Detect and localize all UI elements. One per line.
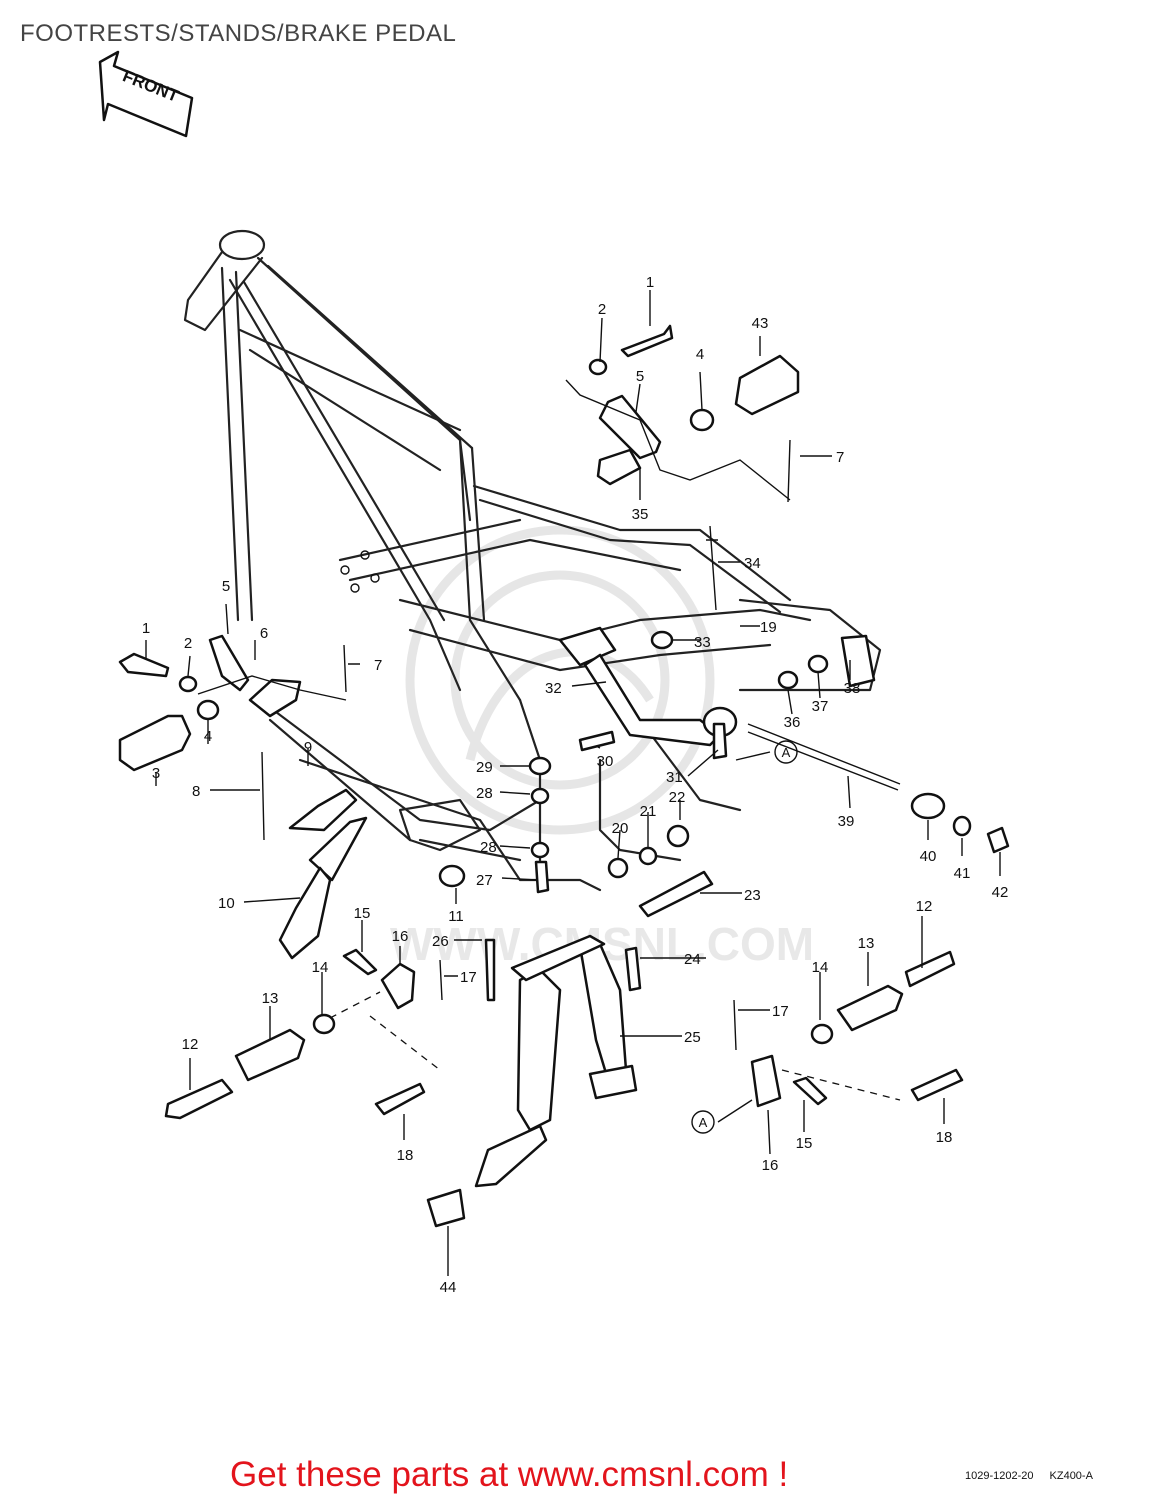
callout-11: 11: [448, 908, 464, 925]
callout-3: 3: [152, 765, 160, 782]
callout-1: 1: [646, 274, 654, 291]
callout-4: 4: [204, 728, 212, 745]
callout-18: 18: [397, 1147, 414, 1164]
callout-15: 15: [796, 1135, 813, 1152]
leader-lines: [145, 290, 1001, 1276]
callout-15: 15: [354, 905, 371, 922]
callout-1: 1: [142, 620, 150, 637]
buy-parts-link[interactable]: Get these parts at www.cmsnl.com !: [230, 1455, 789, 1494]
callout-10: 10: [218, 895, 235, 912]
callout-38: 38: [844, 680, 861, 697]
callout-34: 34: [744, 555, 761, 572]
watermark-logo: WWW.CMSNL.COM: [390, 525, 814, 970]
callout-16: 16: [762, 1157, 779, 1174]
callout-13: 13: [262, 990, 279, 1007]
callout-13: 13: [858, 935, 875, 952]
callout-28: 28: [476, 785, 493, 802]
brake-pedal: [558, 626, 738, 747]
callout-17: 17: [772, 1003, 789, 1020]
callout-16: 16: [392, 928, 409, 945]
model-code: KZ400-A: [1049, 1470, 1093, 1482]
callout-33: 33: [694, 634, 711, 651]
callout-a: A: [782, 745, 791, 760]
callout-40: 40: [920, 848, 937, 865]
drawing-codes: 1029-1202-20 KZ400-A: [965, 1470, 1109, 1482]
callout-2: 2: [184, 635, 192, 652]
side-stand: [278, 788, 466, 960]
callout-12: 12: [916, 898, 933, 915]
callout-30: 30: [597, 753, 614, 770]
callout-6: 6: [260, 625, 268, 642]
callout-39: 39: [838, 813, 855, 830]
center-stand: [474, 870, 714, 1188]
callout-labels: 1 2 43 4 5 7 35 34 19 33 32 38 37 36 31 …: [142, 274, 1009, 1296]
callout-19: 19: [760, 619, 777, 636]
callout-8: 8: [192, 783, 200, 800]
callout-24: 24: [684, 951, 701, 968]
callout-7: 7: [836, 449, 844, 466]
callout-23: 23: [744, 887, 761, 904]
callout-12: 12: [182, 1036, 199, 1053]
callout-42: 42: [992, 884, 1009, 901]
callout-27: 27: [476, 872, 493, 889]
callout-35: 35: [632, 506, 649, 523]
callout-25: 25: [684, 1029, 701, 1046]
front-footrest-left: [118, 634, 347, 841]
callout-29: 29: [476, 759, 493, 776]
callout-9: 9: [304, 739, 312, 756]
callout-43: 43: [752, 315, 769, 332]
callout-32: 32: [545, 680, 562, 697]
callout-37: 37: [812, 698, 829, 715]
callout-20: 20: [612, 820, 629, 837]
callout-18: 18: [936, 1129, 953, 1146]
page-title: FOOTRESTS/STANDS/BRAKE PEDAL: [20, 20, 457, 47]
callout-28: 28: [480, 839, 497, 856]
callout-44: 44: [440, 1279, 457, 1296]
passenger-footrests: [164, 948, 964, 1228]
callout-4: 4: [696, 346, 704, 363]
callout-5: 5: [222, 578, 230, 595]
pedal-rod-assembly: [528, 525, 1010, 894]
callout-7: 7: [374, 657, 382, 674]
callout-14: 14: [812, 959, 829, 976]
callout-31: 31: [666, 769, 683, 786]
callout-22: 22: [669, 789, 686, 806]
frame-drawing: [183, 229, 882, 892]
callout-2: 2: [598, 301, 606, 318]
callout-17: 17: [460, 969, 477, 986]
front-arrow-icon: FRONT: [98, 50, 194, 138]
callout-41: 41: [954, 865, 971, 882]
drawing-number: 1029-1202-20: [965, 1470, 1034, 1482]
callout-26: 26: [432, 933, 449, 950]
callout-21: 21: [640, 803, 657, 820]
callout-36: 36: [784, 714, 801, 731]
callout-5: 5: [636, 368, 644, 385]
callout-14: 14: [312, 959, 329, 976]
callout-a: A: [699, 1115, 708, 1130]
